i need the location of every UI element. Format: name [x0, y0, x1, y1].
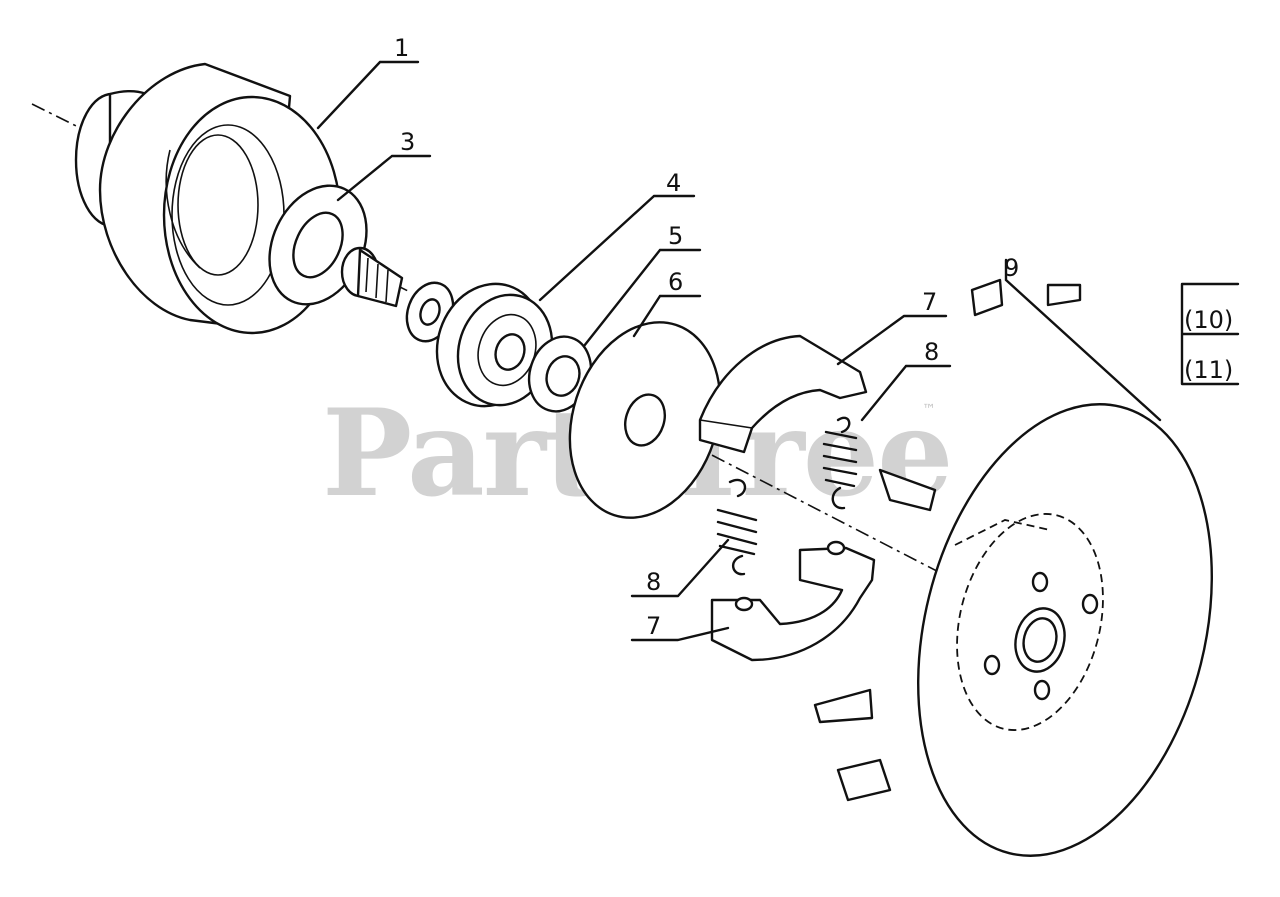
part-5-washer: [527, 335, 593, 413]
part-8-spring-bottom: [716, 478, 758, 576]
callout-6: 6: [668, 268, 683, 296]
callout-8-top: 8: [924, 338, 939, 366]
part-8-spring-top: [822, 416, 858, 510]
watermark-trademark: ™: [922, 402, 936, 418]
callout-9: 9: [1004, 254, 1019, 282]
part-7-clutch-shoe-bottom: [710, 540, 876, 662]
callout-5: 5: [668, 222, 683, 250]
callout-7-bottom: 7: [646, 612, 661, 640]
callout-7-top: 7: [922, 288, 937, 316]
callout-3: 3: [400, 128, 415, 156]
shaft-hub: [340, 246, 404, 308]
callout-labels: 1 3 4 5 6 7 8 8 7 9 (10) (11): [394, 34, 1233, 640]
part-9-fan: [813, 278, 1213, 857]
callout-4: 4: [666, 169, 681, 197]
leader-lines: [316, 60, 1240, 642]
callout-11: (11): [1184, 356, 1233, 384]
part-7-clutch-shoe-top: [698, 334, 868, 454]
part-1-clutch-drum: [74, 62, 342, 335]
callout-8-bottom: 8: [646, 568, 661, 596]
callout-1: 1: [394, 34, 409, 62]
callout-10: (10): [1184, 306, 1233, 334]
